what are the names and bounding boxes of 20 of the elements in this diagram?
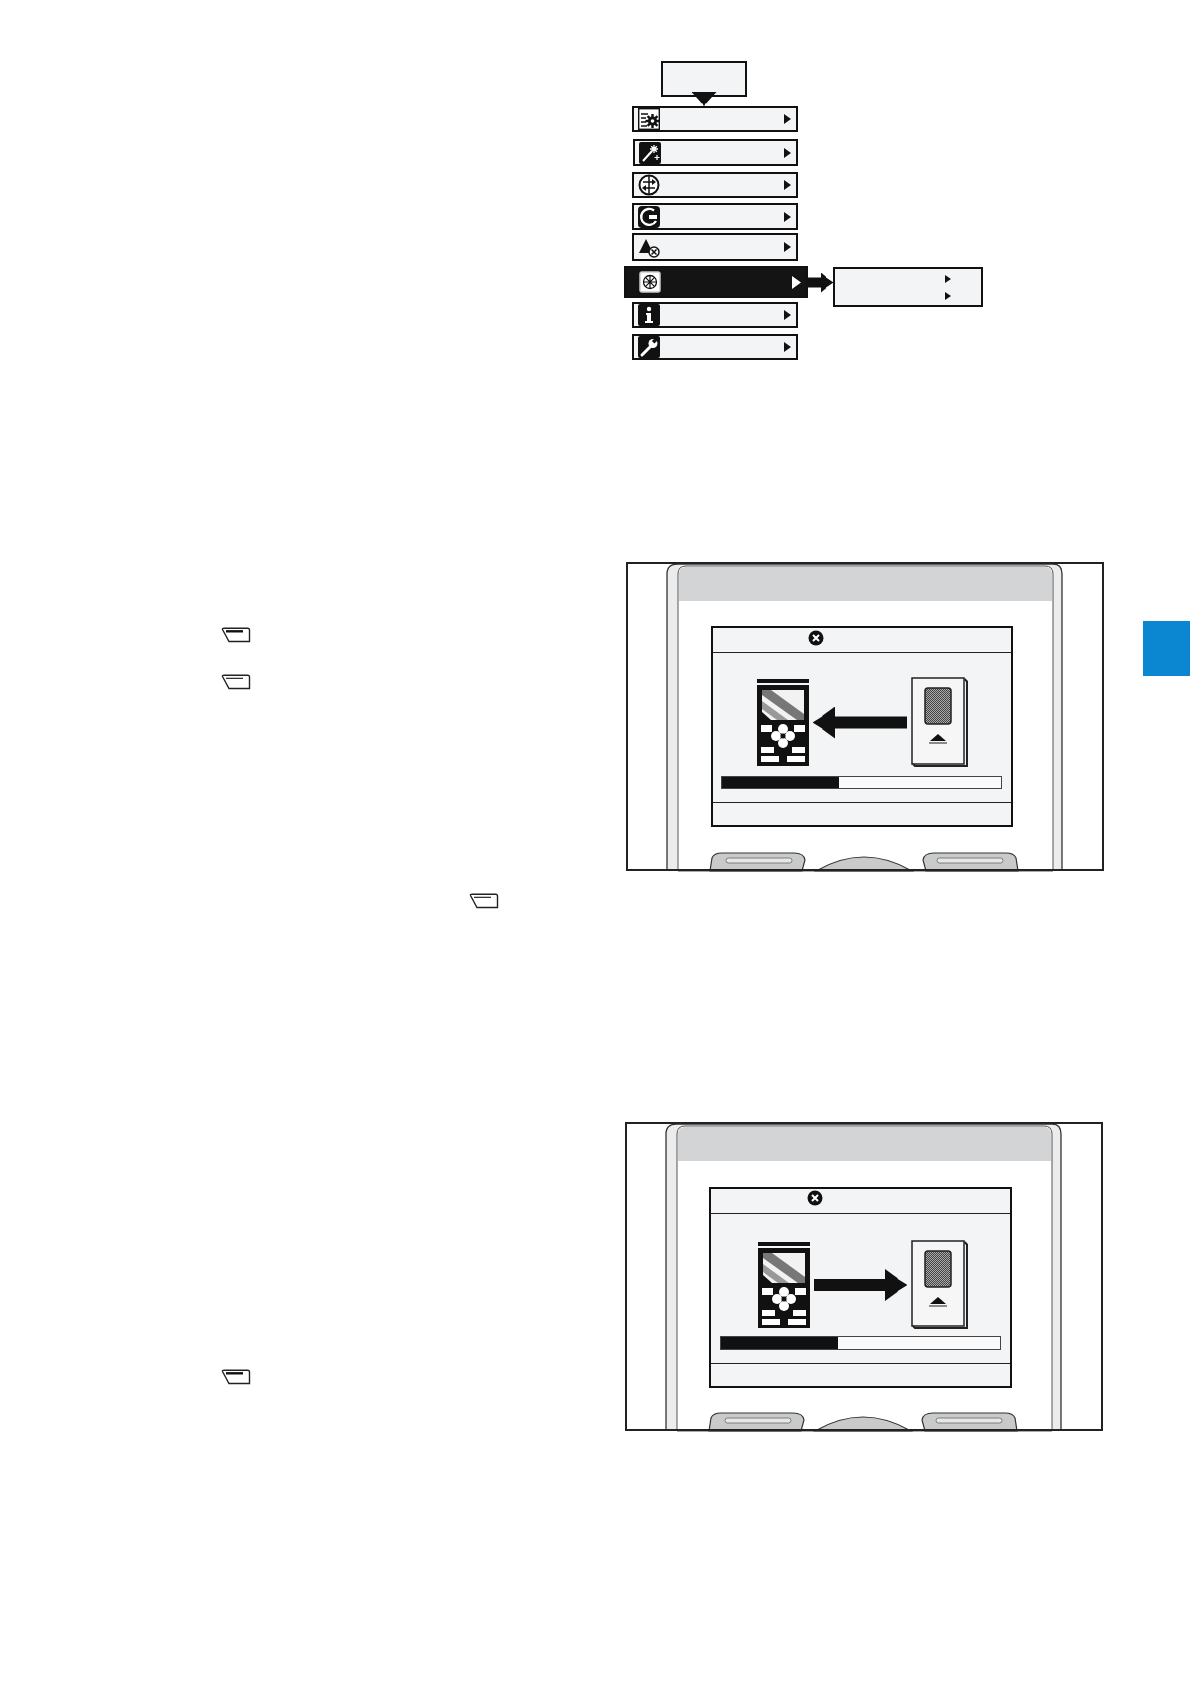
card-slot-drawing — [911, 677, 968, 767]
menu-item — [632, 172, 798, 198]
card-slot-drawing — [911, 1240, 968, 1329]
submenu-box — [833, 267, 983, 307]
arrow — [808, 272, 833, 293]
arrow — [813, 706, 907, 739]
highlighted-menu-item — [624, 266, 808, 298]
dialog-box — [711, 626, 1013, 827]
dialog-box — [709, 1187, 1012, 1388]
arrow — [691, 92, 717, 106]
keypad-drawing — [757, 679, 809, 766]
menu-item — [632, 106, 798, 132]
keypad-drawing — [758, 1242, 810, 1328]
menu-item — [632, 334, 798, 360]
menu-item — [632, 302, 798, 328]
menu-header-box — [661, 61, 747, 97]
menu-item — [632, 233, 798, 261]
arrow — [814, 1269, 907, 1301]
menu-item — [632, 203, 798, 230]
menu-item — [633, 139, 798, 166]
